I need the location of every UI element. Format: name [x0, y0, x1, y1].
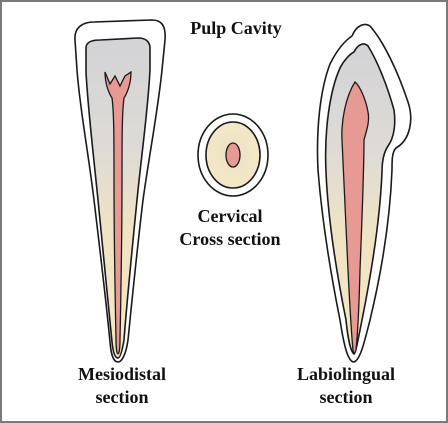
cross-section-pulp — [226, 143, 240, 167]
mesiodistal-tooth — [75, 20, 165, 362]
cervical-label-line1: Cervical — [198, 206, 263, 226]
cervical-label-line2: Cross section — [179, 229, 280, 249]
labiolingual-label-line2: section — [320, 387, 373, 407]
diagram-title: Pulp Cavity — [190, 18, 282, 38]
labiolingual-tooth — [318, 24, 411, 362]
mesiodistal-label-line1: Mesiodistal — [78, 364, 166, 384]
cervical-cross-section — [198, 114, 268, 196]
mesiodistal-label-line2: section — [96, 387, 149, 407]
labiolingual-label-line1: Labiolingual — [297, 364, 395, 384]
